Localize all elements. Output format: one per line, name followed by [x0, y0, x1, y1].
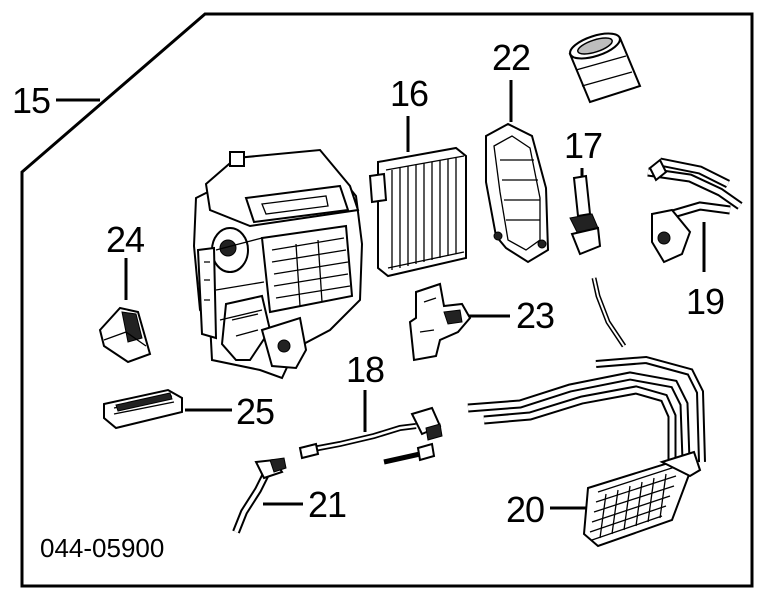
callout-18: 18 — [346, 349, 384, 390]
part-19-pipe-assembly — [647, 157, 743, 264]
callout-23: 23 — [516, 295, 554, 336]
part-16-evaporator — [368, 146, 467, 278]
part-24-actuator — [98, 306, 152, 364]
part-23-bracket — [408, 282, 472, 362]
assembly-boundary — [20, 12, 754, 588]
callout-20: 20 — [506, 489, 544, 530]
callout-22: 22 — [492, 37, 530, 78]
callout-24: 24 — [106, 219, 144, 260]
callout-17: 17 — [564, 125, 602, 166]
duct-sleeve — [568, 32, 642, 104]
part-21-hose — [232, 457, 287, 534]
part-25-filter — [103, 388, 183, 430]
callout-15: 15 — [12, 80, 50, 121]
heater-unit-housing — [192, 148, 364, 380]
drain-hose — [591, 277, 627, 348]
callout-16: 16 — [390, 73, 428, 114]
callout-19: 19 — [686, 281, 724, 322]
part-20-heater-core — [467, 355, 706, 548]
diagram-code: 044-05900 — [40, 533, 164, 563]
callout-25: 25 — [236, 391, 274, 432]
callout-21: 21 — [308, 484, 346, 525]
part-17-expansion-valve — [569, 174, 602, 256]
part-18-harness — [298, 406, 443, 465]
part-22-case-panel — [485, 122, 550, 264]
